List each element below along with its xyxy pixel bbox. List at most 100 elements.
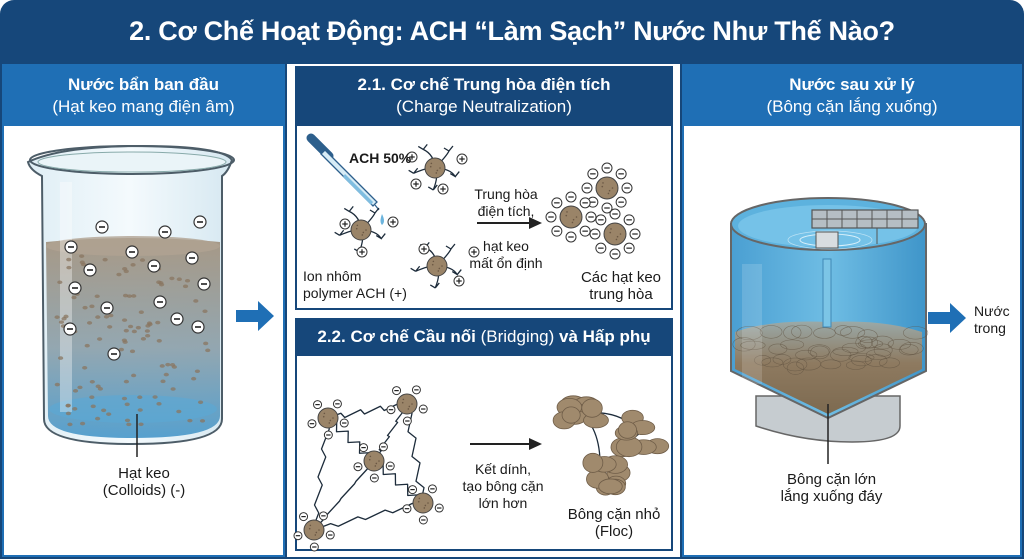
colloid-particle [138, 310, 144, 314]
colloid-particle [54, 382, 60, 387]
negative-charge-icon [378, 442, 388, 452]
negative-charge-icon [621, 182, 633, 194]
ion-label: Ion nhôm polymer ACH (+) [303, 268, 407, 302]
colloid-particle [65, 411, 72, 416]
colloid-particle [121, 396, 128, 401]
arrow-label-top-line1: Trung hòa [474, 186, 538, 202]
negative-charge-icon [565, 191, 577, 203]
colloid-particle [95, 315, 101, 319]
colloid-particle [152, 395, 158, 399]
bridging-step-label: Kết dính, tạo bông cặn lớn hơn [457, 461, 549, 512]
colloid-particle [412, 492, 434, 514]
negative-charge-icon [427, 484, 437, 494]
page-title: 2. Cơ Chế Hoạt Động: ACH “Làm Sạch” Nước… [129, 15, 895, 46]
negative-charge-icon [147, 259, 161, 273]
colloid-particle [595, 176, 619, 200]
panel-heading: Nước sau xử lý [789, 75, 915, 94]
section-heading-bold2: và Hấp phụ [559, 327, 651, 346]
colloid-particle [156, 280, 162, 285]
section-heading: 2.1. Cơ chế Trung hòa điện tích [357, 75, 611, 94]
floc-label-line1: Bông cặn nhỏ [567, 506, 661, 523]
clear-water-label: Nước trong [974, 303, 1010, 337]
colloid-particle [158, 282, 165, 287]
colloid-particle [202, 309, 208, 314]
panel-subheading: (Bông cặn lắng xuống) [766, 97, 938, 116]
colloid-particle [116, 272, 122, 277]
negative-charge-icon [615, 196, 627, 208]
negative-charge-icon [585, 211, 597, 223]
negative-charge-icon [609, 208, 621, 220]
colloid-particle [165, 362, 171, 367]
polymer-bridge [373, 460, 421, 507]
colloid-particle [82, 365, 88, 370]
colloid-particle [89, 395, 95, 399]
colloid-particle [131, 329, 137, 334]
colloid-particle [129, 349, 136, 354]
section-bridging-adsorption: 2.2. Cơ chế Cầu nối (Bridging) và Hấp ph… [293, 318, 673, 552]
negative-charge-icon [307, 419, 317, 429]
positive-charge-icon [387, 216, 399, 228]
polymer-bridge [327, 417, 372, 465]
negative-charge-icon [579, 225, 591, 237]
colloid-particle [107, 325, 113, 329]
colloid-particle [205, 348, 211, 353]
sludge-callout-line1: Bông cặn lớn [786, 471, 877, 488]
colloid-particle [193, 299, 199, 303]
negative-charge-icon [318, 511, 328, 521]
negative-charge-icon [197, 277, 211, 291]
result-label-line2: trung hòa [589, 286, 653, 303]
colloid-particle [66, 265, 72, 270]
negative-charge-icon [369, 473, 379, 483]
colloid-particle [95, 384, 101, 389]
panel-mechanisms: 2.1. Cơ chế Trung hòa điện tích (Charge … [287, 64, 680, 557]
negative-charge-icon [434, 503, 444, 513]
colloid-particle [124, 402, 130, 407]
arrow-label-bottom-line1: hạt keo [483, 238, 529, 254]
negative-charge-icon [551, 197, 563, 209]
colloid-particle [58, 356, 64, 360]
positive-charge-icon [356, 246, 368, 258]
negative-charge-icon [411, 385, 421, 395]
panel-dirty-water-header: Nước bẩn ban đầu (Hạt keo mang điện âm) [4, 66, 283, 126]
colloid-particle [144, 329, 150, 333]
colloid-particle [160, 379, 166, 384]
colloid-particle [72, 389, 79, 393]
colloid-particle [121, 318, 128, 322]
arrow-right-icon [236, 301, 274, 331]
negative-charge-icon [579, 197, 591, 209]
colloid-particle [90, 404, 96, 409]
ion-label-line1: Ion nhôm [303, 268, 362, 284]
positive-charge-icon [406, 151, 418, 163]
colloid-particle [156, 402, 162, 406]
negative-charge-icon [386, 405, 396, 415]
positive-charge-icon [468, 246, 480, 258]
negative-charge-icon [63, 322, 77, 336]
neutralization-step-label-top: Trung hòa điện tích, [463, 186, 549, 220]
colloid-particle [67, 422, 73, 427]
negative-charge-icon [107, 347, 121, 361]
panel-treated-water-header: Nước sau xử lý (Bông cặn lắng xuống) [684, 66, 1020, 126]
neutralization-step-label-bottom: hạt keo mất ổn định [463, 238, 549, 272]
colloid-particle [127, 324, 134, 329]
negative-charge-icon [158, 225, 172, 239]
colloid-particle [163, 372, 169, 377]
colloid-particle [108, 313, 114, 318]
colloid-particle [84, 343, 90, 348]
positive-charge-icon [339, 218, 351, 230]
negative-charge-icon [565, 231, 577, 243]
negative-charge-icon [293, 531, 303, 541]
colloid-callout-line1: Hạt keo [118, 465, 170, 482]
colloid-particle [176, 277, 182, 282]
bridging-label-line3: lớn hơn [478, 495, 528, 511]
positive-charge-icon [456, 153, 468, 165]
section-charge-neutralization: 2.1. Cơ chế Trung hòa điện tích (Charge … [295, 66, 673, 310]
negative-charge-icon [581, 182, 593, 194]
charge-neutralization-illustration [306, 133, 641, 289]
colloid-particle [57, 280, 63, 285]
colloid-particle [170, 387, 176, 391]
colloid-particle [94, 294, 100, 299]
colloid-particle [103, 314, 110, 319]
negative-charge-icon [299, 512, 309, 522]
colloid-particle [66, 257, 72, 262]
dropper-label: ACH 50% [349, 150, 412, 166]
